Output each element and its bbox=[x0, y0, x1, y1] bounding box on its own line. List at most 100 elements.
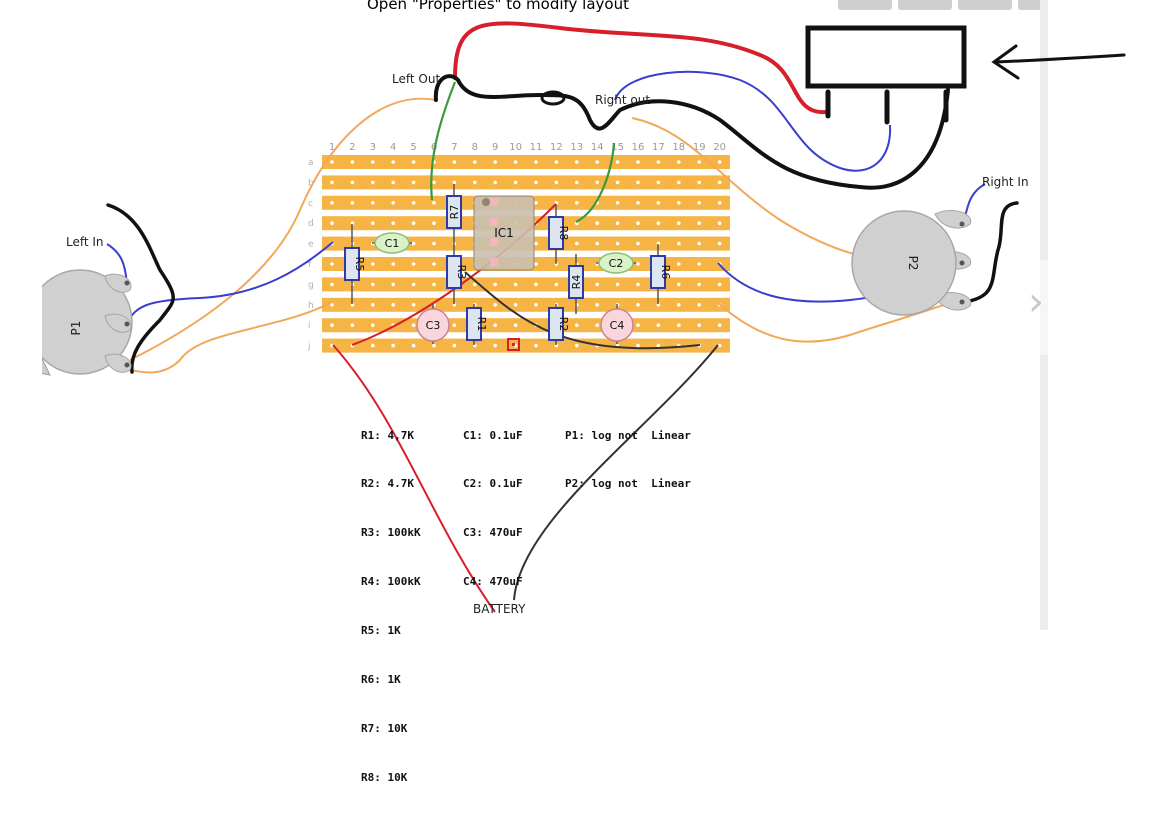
bom-line: R2: 4.7K bbox=[361, 477, 414, 491]
board-hole bbox=[697, 221, 701, 225]
board-hole bbox=[411, 241, 416, 246]
board-hole bbox=[493, 323, 498, 328]
column-number: 19 bbox=[693, 142, 706, 153]
board-hole bbox=[534, 282, 538, 287]
pot-p1[interactable]: P1 bbox=[0, 265, 133, 380]
capacitor-c3[interactable]: C3 bbox=[416, 304, 450, 344]
resistor-r2-label: R2 bbox=[557, 317, 570, 332]
board-hole bbox=[697, 323, 701, 328]
board-hole bbox=[473, 160, 477, 164]
board-hole bbox=[717, 201, 722, 205]
bom-line: R6: 1K bbox=[361, 673, 401, 687]
resistor-r7[interactable]: R7 bbox=[446, 184, 462, 244]
resistor-r1-label: R1 bbox=[475, 317, 488, 332]
resistor-r6[interactable]: R6 bbox=[650, 244, 672, 304]
board-hole bbox=[636, 160, 640, 164]
capacitor-c2[interactable]: C2 bbox=[596, 252, 636, 274]
board-hole bbox=[330, 180, 334, 185]
green-wires bbox=[430, 81, 616, 223]
bom-line: P1: log not Linear bbox=[565, 428, 691, 442]
arrow-icon bbox=[991, 44, 1126, 80]
resistor-r2[interactable]: R2 bbox=[548, 304, 570, 345]
board-hole bbox=[656, 201, 661, 205]
board-hole bbox=[350, 201, 355, 205]
board-hole bbox=[595, 160, 599, 164]
column-number: 10 bbox=[509, 142, 522, 153]
board-hole bbox=[717, 160, 722, 164]
resistor-r5[interactable]: R5 bbox=[344, 224, 366, 304]
board-hole bbox=[350, 180, 355, 185]
row-letter: j bbox=[307, 342, 311, 352]
capacitor-c4[interactable]: C4 bbox=[600, 304, 634, 344]
board-hole bbox=[656, 323, 661, 328]
board-hole bbox=[717, 180, 722, 185]
scrollbar-thumb[interactable] bbox=[1040, 260, 1048, 355]
column-number: 3 bbox=[370, 142, 376, 153]
pot-p1-label: P1 bbox=[69, 321, 83, 336]
board-hole bbox=[717, 241, 722, 246]
ic1-chip[interactable]: IC1 bbox=[473, 195, 535, 271]
toolbar-button-4[interactable] bbox=[1018, 0, 1048, 10]
capacitor-c3-label: C3 bbox=[426, 319, 441, 332]
board-hole bbox=[534, 303, 538, 307]
toolbar-button-2[interactable] bbox=[898, 0, 952, 10]
bom-line: C1: 0.1uF bbox=[463, 428, 523, 442]
board-hole bbox=[371, 303, 375, 307]
bom-resistors: R1: 4,7K R2: 4.7K R3: 100kK R4: 100kK R5… bbox=[361, 395, 421, 819]
board-hole bbox=[677, 282, 681, 287]
board-hole bbox=[636, 201, 640, 205]
next-arrow-icon[interactable]: › bbox=[1028, 279, 1044, 325]
board-hole bbox=[677, 303, 681, 307]
toolbar-button-1[interactable] bbox=[838, 0, 892, 10]
column-number: 14 bbox=[591, 142, 604, 153]
resistor-r3[interactable]: R3 bbox=[446, 244, 468, 304]
wire-black-p2 bbox=[953, 201, 1019, 305]
resistor-r4[interactable]: R4 bbox=[568, 254, 584, 314]
board-hole bbox=[391, 343, 396, 348]
connector-box bbox=[805, 25, 967, 89]
column-number: 7 bbox=[451, 142, 457, 153]
board-hole bbox=[432, 282, 436, 287]
board-hole bbox=[677, 201, 681, 205]
bom-line: R5: 1K bbox=[361, 624, 401, 638]
board-hole bbox=[697, 303, 701, 307]
toolbar-button-3[interactable] bbox=[958, 0, 1012, 10]
board-hole bbox=[615, 221, 620, 225]
board-hole bbox=[330, 160, 334, 164]
board-hole bbox=[534, 262, 538, 266]
board-hole bbox=[411, 221, 416, 225]
wire-connector-blue bbox=[614, 70, 892, 172]
pot-p2[interactable]: P2 bbox=[851, 210, 972, 316]
ic1-label: IC1 bbox=[494, 226, 514, 240]
row-letter: i bbox=[308, 321, 311, 331]
capacitor-c1[interactable]: C1 bbox=[372, 232, 412, 254]
board-hole bbox=[534, 343, 538, 348]
resistor-r1[interactable]: R1 bbox=[466, 304, 488, 345]
row-letter: g bbox=[308, 280, 314, 290]
board-hole bbox=[595, 323, 599, 328]
board-hole bbox=[595, 180, 599, 185]
pot-p2-label: P2 bbox=[906, 256, 920, 271]
board-hole bbox=[432, 201, 436, 205]
board-hole bbox=[554, 160, 559, 164]
board-hole bbox=[575, 160, 579, 164]
resistor-r8[interactable]: R8 bbox=[548, 204, 570, 264]
copper-strip-j bbox=[322, 338, 730, 353]
board-hole bbox=[330, 303, 334, 307]
row-letter: e bbox=[308, 240, 314, 250]
board-hole bbox=[595, 221, 599, 225]
board-hole bbox=[371, 343, 375, 348]
wire-green-left bbox=[430, 81, 457, 201]
board-hole bbox=[636, 303, 640, 307]
board-hole bbox=[513, 303, 518, 307]
board-hole bbox=[636, 221, 640, 225]
board-hole bbox=[391, 160, 396, 164]
board-hole bbox=[656, 343, 661, 348]
column-number: 20 bbox=[713, 142, 726, 153]
board-hole bbox=[697, 180, 701, 185]
board-hole bbox=[717, 343, 722, 348]
copper-strip-h bbox=[322, 297, 730, 312]
